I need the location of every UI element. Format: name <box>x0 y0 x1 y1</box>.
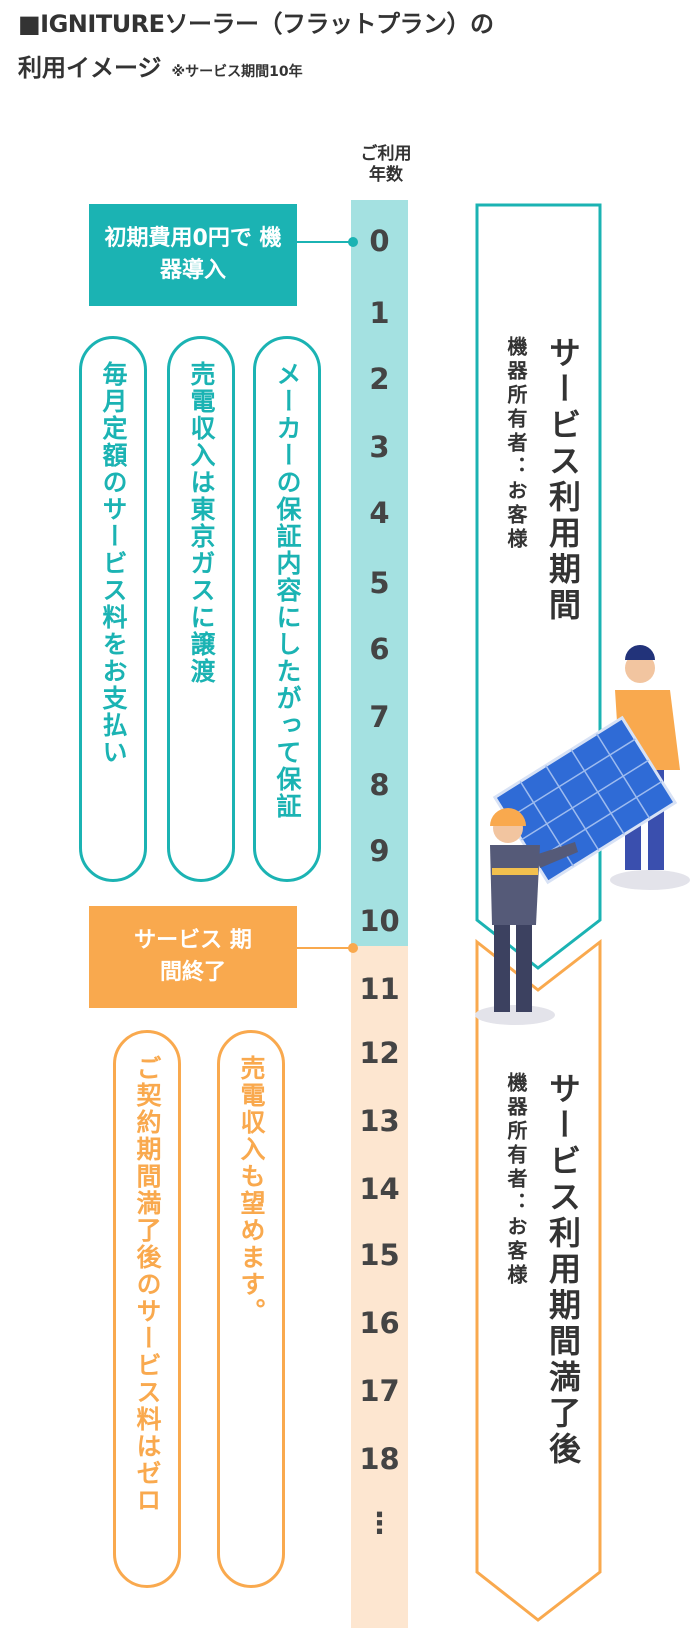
pill-power-income: 売電収入も望めます。 <box>217 1030 285 1588</box>
shadow-2 <box>475 1005 555 1025</box>
pill-warranty: メーカーの保証内容にしたがって保証 <box>253 336 321 882</box>
service-period-label: サービス利用期間 <box>544 336 582 624</box>
service-period-bar <box>351 200 408 946</box>
end-dot <box>348 943 358 953</box>
service-owner-label: 機器所有者：お客様 <box>504 336 528 552</box>
year-label: 17 <box>359 1374 400 1408</box>
pill-power-income-text: 売電収入も望めます。 <box>237 1055 266 1325</box>
pill-monthly-fee: 毎月定額のサービス料をお支払い <box>79 336 147 882</box>
pill-power-sale: 売電収入は東京ガスに譲渡 <box>167 336 235 882</box>
worker-left-body <box>490 845 540 925</box>
solar-panel <box>492 715 678 885</box>
year-label: 1 <box>369 296 390 330</box>
helmet-icon <box>490 808 526 826</box>
worker-left-leg <box>494 920 510 1012</box>
page-subtitle: 利用イメージ ※サービス期間10年 <box>18 48 303 83</box>
service-end-box: サービス 期間終了 <box>89 906 297 1008</box>
year-label: 2 <box>369 362 390 396</box>
start-dot <box>348 237 358 247</box>
post-service-owner-label: 機器所有者：お客様 <box>504 1072 528 1288</box>
year-label: 6 <box>369 632 390 666</box>
year-label: ⋮ <box>365 1506 394 1540</box>
subtitle-text: 利用イメージ <box>18 54 162 82</box>
year-column-header: ご利用年数 <box>350 144 422 186</box>
year-label: 8 <box>369 768 390 802</box>
initial-cost-box: 初期費用0円で 機器導入 <box>89 204 297 306</box>
year-label: 15 <box>359 1238 400 1272</box>
year-label: 9 <box>369 834 390 868</box>
post-service-arrow <box>475 938 602 1622</box>
year-label: 5 <box>369 566 390 600</box>
pill-warranty-text: メーカーの保証内容にしたがって保証 <box>273 361 302 820</box>
year-label: 7 <box>369 700 390 734</box>
pill-zero-fee: ご契約期間満了後のサービス料はゼロ <box>113 1030 181 1588</box>
year-label: 3 <box>369 430 390 464</box>
page-title: ■IGNITUREソーラー（フラットプラン）の <box>18 10 494 38</box>
year-label: 10 <box>359 904 400 938</box>
year-label: 14 <box>359 1172 400 1206</box>
year-label: 12 <box>359 1036 400 1070</box>
pill-zero-fee-text: ご契約期間満了後のサービス料はゼロ <box>133 1055 162 1514</box>
post-service-bar <box>351 946 408 1628</box>
year-label: 11 <box>359 972 400 1006</box>
year-label: 16 <box>359 1306 400 1340</box>
service-end-text: サービス 期間終了 <box>134 928 252 985</box>
post-service-label: サービス利用期間満了後 <box>544 1072 582 1468</box>
year-label: 13 <box>359 1104 400 1138</box>
year-header-line: ご利用 <box>360 144 412 164</box>
pill-monthly-fee-text: 毎月定額のサービス料をお支払い <box>99 361 128 766</box>
service-period-note: ※サービス期間10年 <box>171 64 303 80</box>
year-label: 0 <box>369 224 390 258</box>
year-label: 4 <box>369 496 390 530</box>
pill-power-sale-text: 売電収入は東京ガスに譲渡 <box>187 361 216 685</box>
worker-right-head <box>625 653 655 683</box>
year-label: 18 <box>359 1442 400 1476</box>
initial-cost-text: 初期費用0円で 機器導入 <box>104 226 282 283</box>
year-header-line: 年数 <box>369 165 403 185</box>
shadow-1 <box>610 870 690 890</box>
